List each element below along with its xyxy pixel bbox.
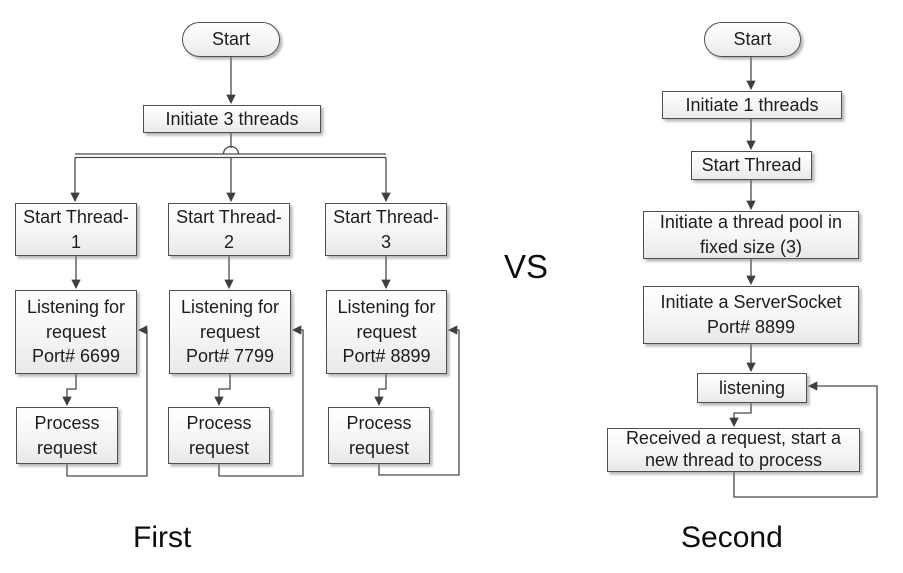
second-chart-connectors	[729, 57, 878, 498]
first-listening-port-6699-box: Listening for request Port# 6699	[15, 290, 137, 374]
first-initiate-threads-box: Initiate 3 threads	[143, 105, 321, 133]
second-start-thread-box: Start Thread	[691, 151, 812, 180]
vs-label: VS	[504, 248, 549, 285]
first-listening-port-7799-box: Listening for request Port# 7799	[169, 290, 291, 374]
second-chart-caption: Second	[681, 521, 783, 554]
first-process-request-2-box: Process request	[168, 407, 270, 464]
first-start-terminal: Start	[182, 22, 280, 57]
first-listening-port-8899-box: Listening for request Port# 8899	[326, 290, 447, 374]
first-chart-caption: First	[133, 521, 192, 554]
second-initiate-threads-box: Initiate 1 threads	[662, 91, 842, 119]
first-start-thread-1-box: Start Thread- 1	[15, 203, 137, 256]
second-listening-box: listening	[697, 373, 807, 403]
second-thread-pool-box: Initiate a thread pool in fixed size (3)	[643, 211, 859, 259]
first-chart-connectors	[62, 57, 460, 477]
first-process-request-1-box: Process request	[16, 407, 118, 464]
second-start-terminal: Start	[704, 22, 801, 57]
first-start-thread-3-box: Start Thread- 3	[325, 203, 447, 256]
first-process-request-3-box: Process request	[328, 407, 430, 464]
first-start-thread-2-box: Start Thread- 2	[168, 203, 290, 256]
second-server-socket-box: Initiate a ServerSocket Port# 8899	[643, 286, 859, 344]
second-received-request-box: Received a request, start a new thread t…	[607, 428, 860, 472]
